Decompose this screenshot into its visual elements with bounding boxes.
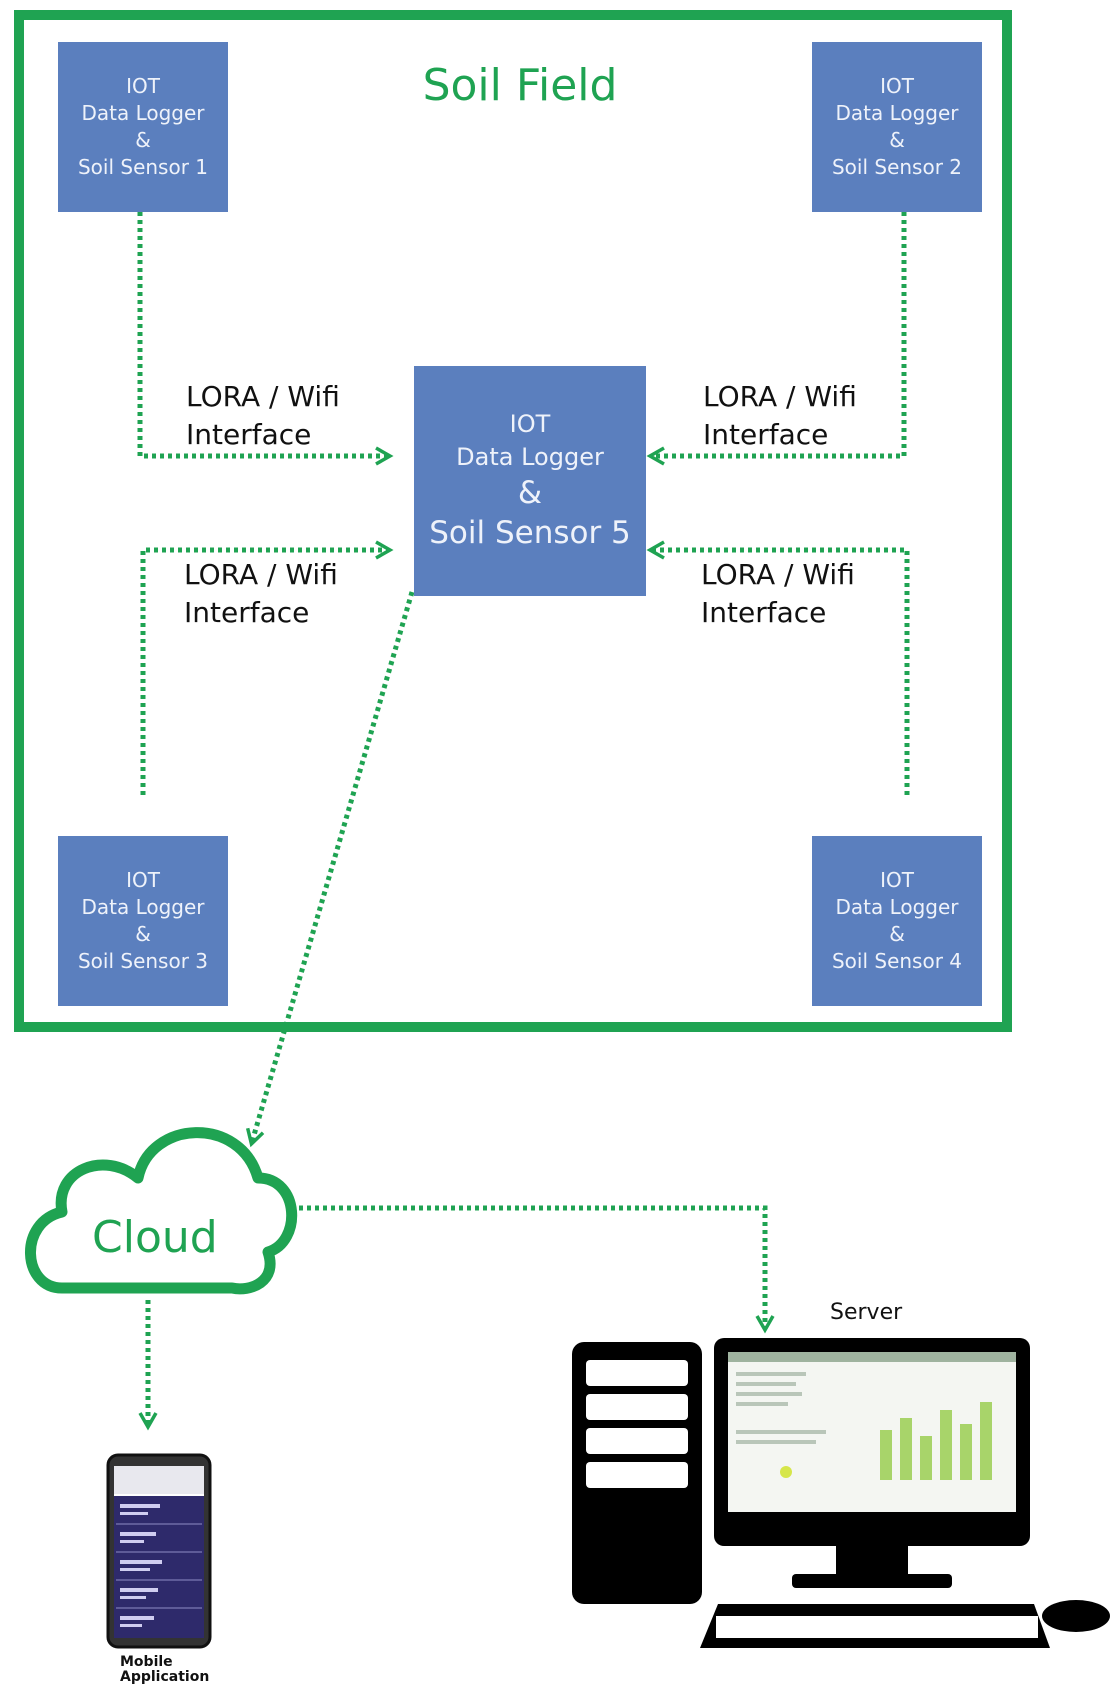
sensor-node-3: IOT Data Logger & Soil Sensor 3 xyxy=(58,836,228,1006)
node-line3: Soil Sensor 5 xyxy=(429,515,631,552)
interface-label-bottom-left: LORA / Wifi Interface xyxy=(184,556,338,632)
interface-line1: LORA / Wifi xyxy=(184,558,338,591)
interface-line1: LORA / Wifi xyxy=(703,380,857,413)
node-line1: IOT xyxy=(509,410,551,439)
server-label: Server xyxy=(830,1300,903,1325)
interface-line1: LORA / Wifi xyxy=(186,380,340,413)
mobile-app-label: Mobile Application xyxy=(120,1655,210,1685)
sensor-node-1: IOT Data Logger & Soil Sensor 1 xyxy=(58,42,228,212)
node-line2: Data Logger xyxy=(835,101,959,125)
node-line1: IOT xyxy=(880,74,914,98)
node-amp: & xyxy=(889,128,905,152)
link-hub-to-cloud xyxy=(245,591,415,1148)
interface-line1: LORA / Wifi xyxy=(701,558,855,591)
interface-line2: Interface xyxy=(184,596,310,629)
interface-label-top-right: LORA / Wifi Interface xyxy=(703,378,857,454)
cloud-label: Cloud xyxy=(92,1212,218,1263)
link-sensor4-to-hub xyxy=(646,540,910,795)
hub-sensor-node-5: IOT Data Logger & Soil Sensor 5 xyxy=(414,366,646,596)
cloud-icon xyxy=(25,1127,297,1295)
mobile-label-line2: Application xyxy=(120,1669,210,1685)
node-amp: & xyxy=(889,922,905,946)
sensor-node-4: IOT Data Logger & Soil Sensor 4 xyxy=(812,836,982,1006)
mobile-label-line1: Mobile xyxy=(120,1654,173,1670)
interface-line2: Interface xyxy=(186,418,312,451)
node-line3: Soil Sensor 4 xyxy=(831,949,963,973)
soil-field-title: Soil Field xyxy=(422,60,618,111)
node-line2: Data Logger xyxy=(81,895,205,919)
node-amp: & xyxy=(135,128,151,152)
link-cloud-to-server xyxy=(275,1205,775,1334)
interface-line2: Interface xyxy=(703,418,829,451)
node-line2: Data Logger xyxy=(456,442,604,471)
server-computer-icon xyxy=(572,1338,1110,1648)
link-sensor2-to-hub xyxy=(646,212,907,466)
node-line1: IOT xyxy=(126,868,160,892)
interface-label-top-left: LORA / Wifi Interface xyxy=(186,378,340,454)
soil-field-frame xyxy=(14,10,1012,1032)
node-line2: Data Logger xyxy=(81,101,205,125)
link-sensor3-to-hub xyxy=(140,540,394,795)
node-line1: IOT xyxy=(126,74,160,98)
node-line3: Soil Sensor 2 xyxy=(831,155,963,179)
node-line3: Soil Sensor 3 xyxy=(77,949,209,973)
interface-label-bottom-right: LORA / Wifi Interface xyxy=(701,556,855,632)
sensor-node-2: IOT Data Logger & Soil Sensor 2 xyxy=(812,42,982,212)
node-line3: Soil Sensor 1 xyxy=(77,155,209,179)
link-sensor1-to-hub xyxy=(137,212,394,466)
interface-line2: Interface xyxy=(701,596,827,629)
node-line1: IOT xyxy=(880,868,914,892)
node-amp: & xyxy=(517,475,543,512)
node-amp: & xyxy=(135,922,151,946)
mobile-phone-icon xyxy=(106,1453,212,1649)
node-line2: Data Logger xyxy=(835,895,959,919)
